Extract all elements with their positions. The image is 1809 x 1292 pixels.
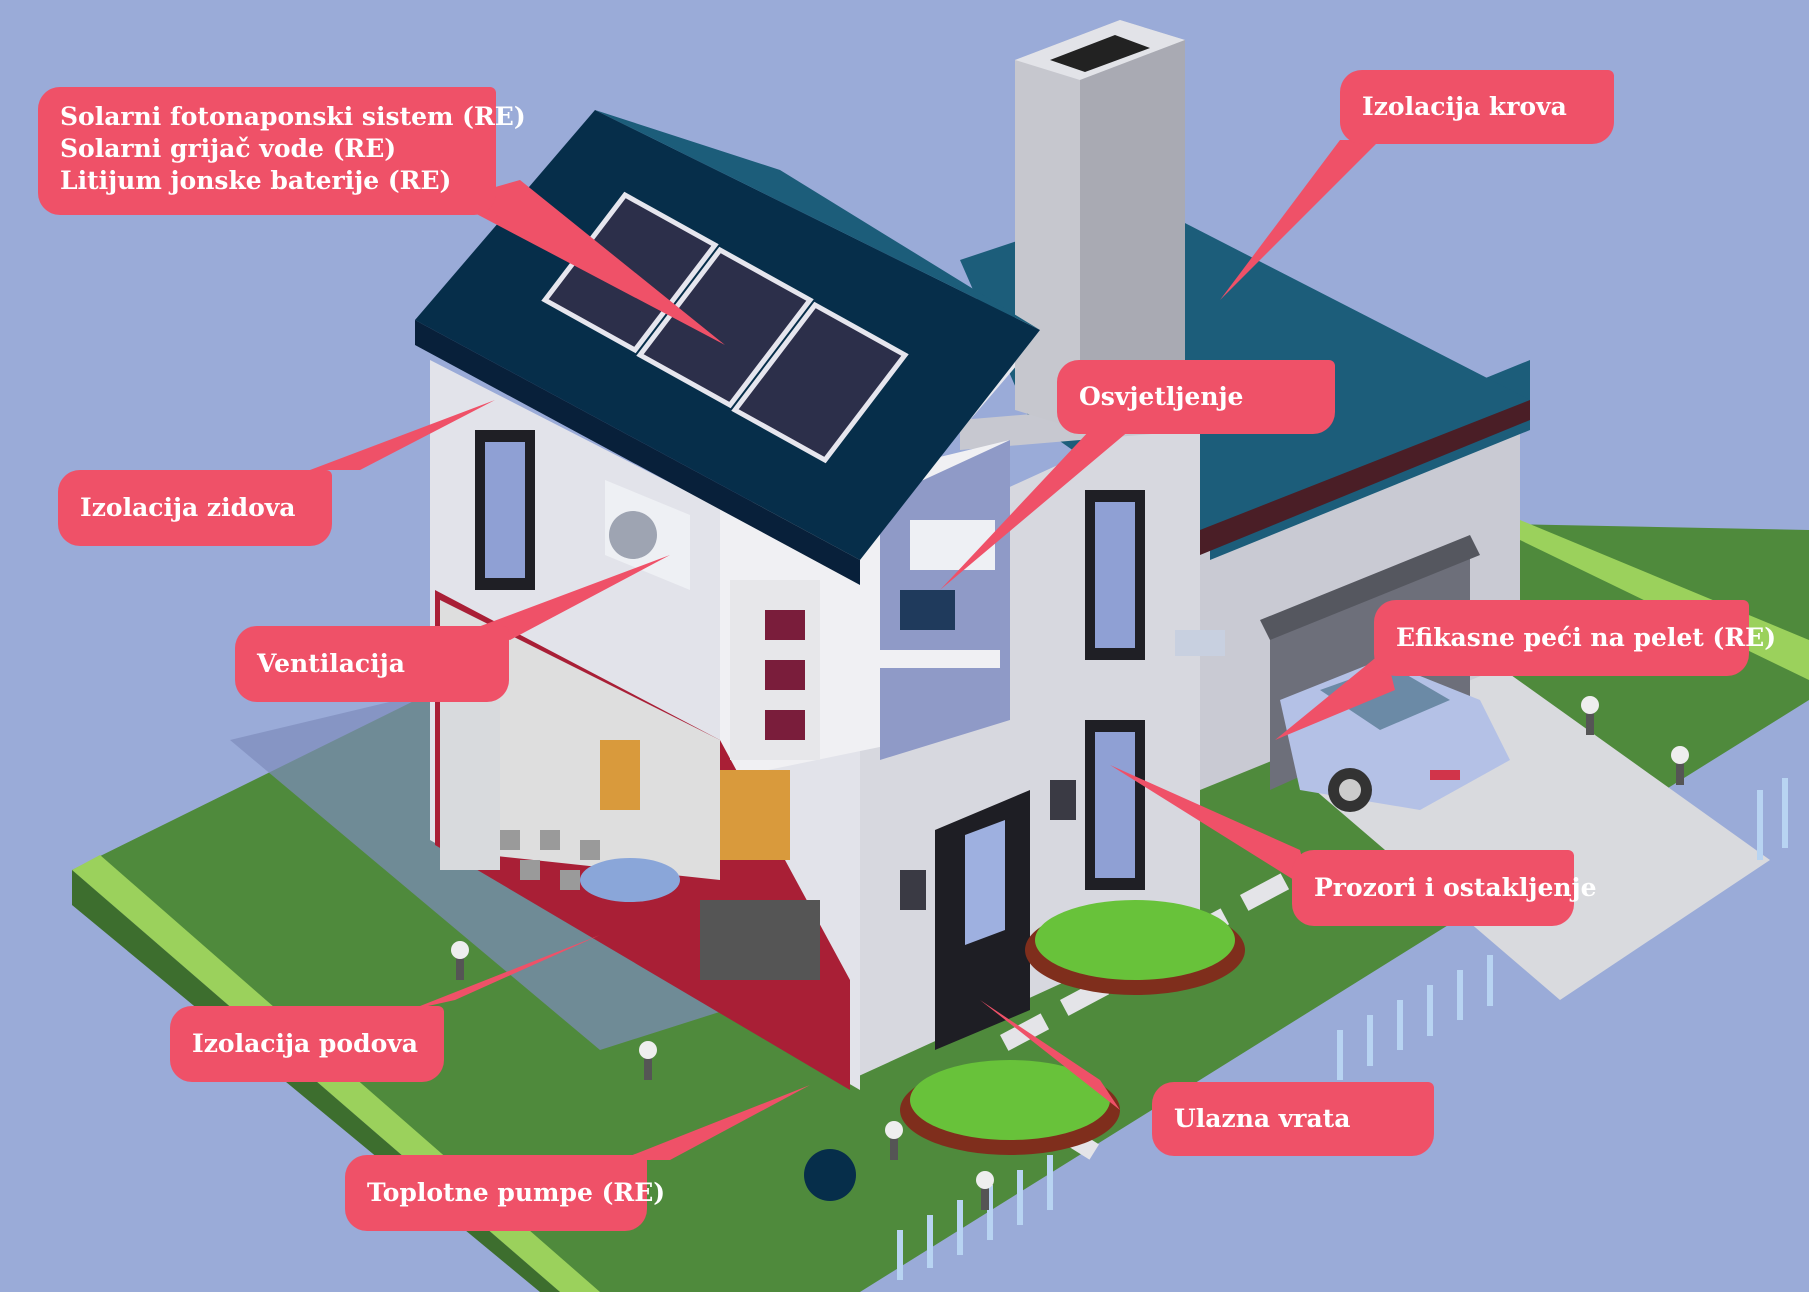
callout-heat-pumps-text: Toplotne pumpe (RE) xyxy=(367,1178,666,1207)
callout-lighting-text: Osvjetljenje xyxy=(1079,382,1244,411)
callout-ventilation-text: Ventilacija xyxy=(257,649,405,678)
callout-solar-line-2: Solarni grijač vode (RE) xyxy=(60,134,397,163)
chimney xyxy=(1015,20,1185,430)
cabinet xyxy=(600,740,640,810)
callout-floor-insulation-text: Izolacija podova xyxy=(192,1029,418,1058)
pointer-windows xyxy=(1110,765,1310,890)
callout-windows-text: Prozori i ostakljenje xyxy=(1314,873,1597,902)
callout-solar: Solarni fotonaponski sistem (RE) Solarni… xyxy=(38,87,526,215)
callout-pellet-stoves-text: Efikasne peći na pelet (RE) xyxy=(1396,623,1777,652)
garden-lights xyxy=(451,696,1689,1210)
pointer-lighting xyxy=(940,430,1130,590)
callout-floor-insulation: Izolacija podova xyxy=(170,1006,444,1082)
pointer-ventilation xyxy=(470,555,670,640)
dining-table xyxy=(580,858,680,902)
callout-ventilation: Ventilacija xyxy=(235,626,509,702)
callout-lighting: Osvjetljenje xyxy=(1057,360,1335,434)
callout-solar-line-3: Litijum jonske baterije (RE) xyxy=(60,166,452,195)
security-camera xyxy=(1175,630,1225,656)
pointer-door xyxy=(980,1000,1120,1110)
pointer-roof-insulation xyxy=(1220,140,1380,300)
callout-pellet-stoves: Efikasne peći na pelet (RE) xyxy=(1374,600,1776,676)
indoor-ac xyxy=(910,520,995,570)
callout-entrance-door: Ulazna vrata xyxy=(1152,1082,1434,1156)
pointer-floor xyxy=(410,935,600,1010)
pointer-pellet xyxy=(1275,650,1395,740)
callout-roof-insulation: Izolacija krova xyxy=(1340,70,1614,144)
heat-pump-unit xyxy=(804,1149,856,1201)
sofa xyxy=(700,900,820,980)
callout-entrance-door-text: Ulazna vrata xyxy=(1174,1104,1351,1133)
flower-beds xyxy=(900,900,1245,1155)
callout-solar-line-1: Solarni fotonaponski sistem (RE) xyxy=(60,102,526,131)
callout-pointers xyxy=(310,140,1395,1160)
callout-wall-insulation-text: Izolacija zidova xyxy=(80,493,296,522)
callout-windows: Prozori i ostakljenje xyxy=(1292,850,1596,926)
picket-fence xyxy=(897,778,1788,1280)
computer-monitor xyxy=(900,590,955,630)
callout-roof-insulation-text: Izolacija krova xyxy=(1362,92,1567,121)
pointer-solar xyxy=(450,180,725,345)
fridge xyxy=(440,700,500,870)
callout-heat-pumps: Toplotne pumpe (RE) xyxy=(345,1155,665,1231)
pointer-heat-pump xyxy=(620,1085,810,1160)
wall-lantern xyxy=(900,870,926,910)
pointer-wall-insulation xyxy=(310,400,495,470)
callout-wall-insulation: Izolacija zidova xyxy=(58,470,332,546)
